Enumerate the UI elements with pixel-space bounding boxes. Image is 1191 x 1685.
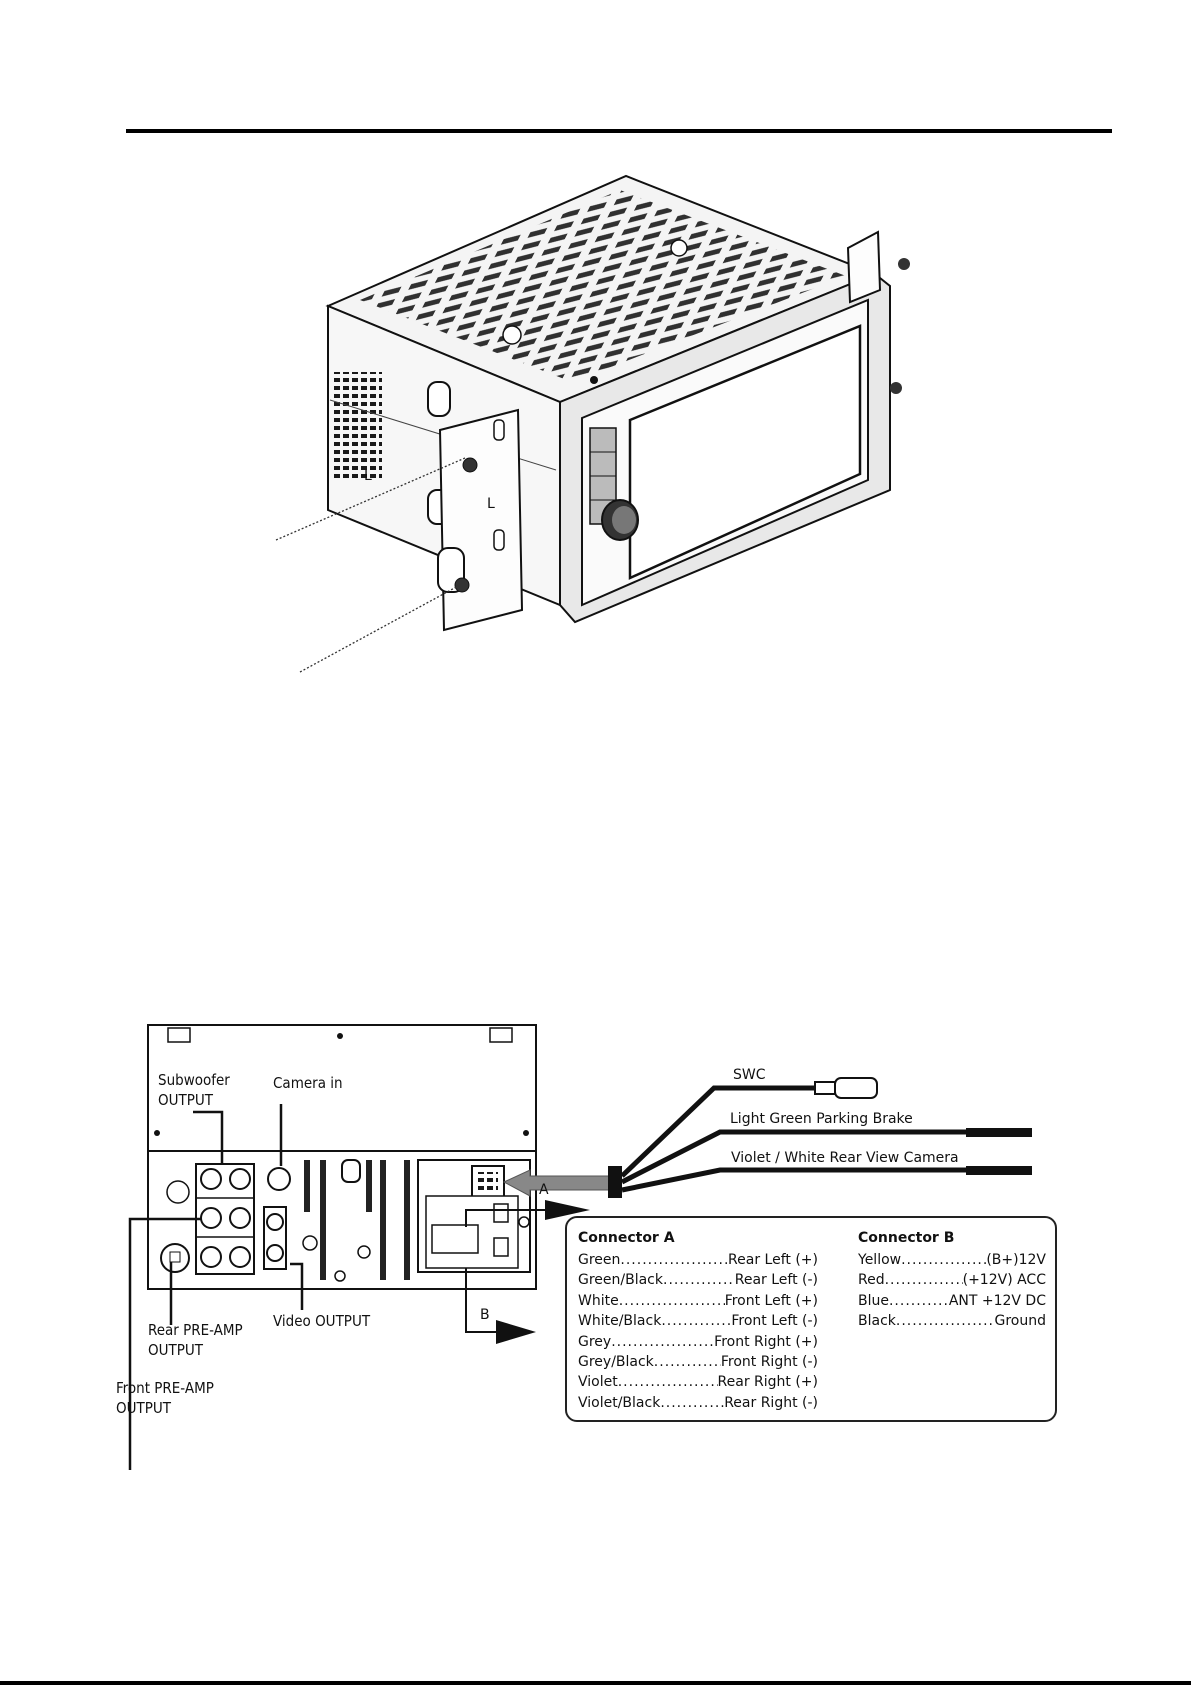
connector-row: Blue ANT +12V DC <box>858 1291 1046 1311</box>
wire-color: Black <box>858 1313 896 1330</box>
wire-color: White/Black <box>578 1313 662 1330</box>
wire-color: Grey <box>578 1333 612 1350</box>
wire-color: Red <box>858 1272 885 1289</box>
leader-dots <box>619 1291 725 1311</box>
wire-function: Rear Right (+) <box>717 1374 818 1391</box>
wire-function: (B+)12V <box>986 1252 1046 1268</box>
wire-rear-camera <box>621 1167 966 1193</box>
leader-dots <box>660 1393 724 1413</box>
connector-row: Green/Black Rear Left (-) <box>578 1270 818 1290</box>
leader-video <box>290 1262 304 1310</box>
leader-dots <box>889 1291 949 1311</box>
harness-plug <box>608 1166 622 1198</box>
wire-function: Rear Right (-) <box>724 1394 818 1411</box>
connector-row: White Front Left (+) <box>578 1291 818 1311</box>
rca-jack-rear-r <box>200 1246 222 1268</box>
head-unit-mounting-illustration: L L <box>275 174 910 673</box>
wire-color: Violet <box>578 1374 618 1391</box>
header-rule <box>126 129 1112 133</box>
connector-b-title: Connector B <box>858 1230 955 1246</box>
wire-color: White <box>578 1292 619 1309</box>
wire-function: Front Left (+) <box>724 1292 818 1309</box>
wire-function: Rear Left (-) <box>734 1272 818 1289</box>
connector-legend-box: Connector A Green Rear Left (+) Green/Blac… <box>565 1216 1057 1422</box>
label-video-output: Video OUTPUT <box>273 1312 371 1330</box>
connector-b-column: Connector B Yellow (B+)12V Red (+12V) ACC Bl… <box>858 1228 1046 1332</box>
wire-function: Rear Left (+) <box>728 1252 818 1268</box>
leader-dots <box>901 1250 986 1270</box>
arrow-a-head <box>545 1200 590 1220</box>
rca-jack-subwoofer-1 <box>200 1168 222 1190</box>
leader-dots <box>618 1372 718 1392</box>
wire-color: Violet/Black <box>578 1394 661 1411</box>
leader-subwoofer <box>193 1110 224 1165</box>
wire-color: Green <box>578 1252 621 1268</box>
wire-function: Front Left (-) <box>731 1313 818 1330</box>
leader-dots <box>620 1250 728 1270</box>
label-parking-brake: Light Green Parking Brake <box>730 1111 913 1127</box>
rca-jack-front-l <box>229 1207 251 1229</box>
connector-row: Green Rear Left (+) <box>578 1250 818 1270</box>
arrow-a-line <box>465 1209 545 1227</box>
label-arrow-a: A <box>539 1182 549 1198</box>
connector-row: Violet/Black Rear Right (-) <box>578 1393 818 1413</box>
connector-a-title: Connector A <box>578 1230 675 1246</box>
footer-rule <box>0 1681 1191 1685</box>
arrow-b-line <box>465 1268 496 1333</box>
leader-dots <box>661 1311 731 1331</box>
wire-swc <box>620 1085 815 1178</box>
leader-dots <box>654 1352 721 1372</box>
connector-row: Yellow (B+)12V <box>858 1250 1046 1270</box>
wire-function: Front Right (+) <box>714 1333 818 1350</box>
label-camera-in: Camera in <box>273 1074 343 1092</box>
rca-jack-camera-in <box>267 1167 291 1191</box>
wire-parking-brake <box>620 1129 966 1185</box>
wire-function: Front Right (-) <box>720 1354 818 1371</box>
rca-jack-video-1 <box>266 1213 284 1231</box>
rca-jack-front-r <box>200 1207 222 1229</box>
connector-row: Black Ground <box>858 1311 1046 1331</box>
rca-jack-rear-l <box>229 1246 251 1268</box>
connector-row: Grey/Black Front Right (-) <box>578 1352 818 1372</box>
bracket-letter: L <box>487 496 495 512</box>
connector-a-column: Connector A Green Rear Left (+) Green/Blac… <box>578 1228 818 1413</box>
wire-color: Blue <box>858 1292 889 1309</box>
rca-jack-video-2 <box>266 1244 284 1262</box>
mounting-bracket-right <box>846 230 882 304</box>
connector-row: Grey Front Right (+) <box>578 1332 818 1352</box>
wire-function: Ground <box>994 1313 1047 1330</box>
rca-jack-subwoofer-2 <box>229 1168 251 1190</box>
leader-dots <box>611 1332 714 1352</box>
label-rear-camera: Violet / White Rear View Camera <box>731 1150 959 1166</box>
connector-row: Violet Rear Right (+) <box>578 1372 818 1392</box>
leader-dots <box>885 1270 963 1290</box>
connector-row: Red (+12V) ACC <box>858 1270 1046 1290</box>
label-arrow-b: B <box>480 1307 490 1323</box>
wire-function: (+12V) ACC <box>962 1272 1046 1289</box>
wire-function: ANT +12V DC <box>948 1292 1046 1309</box>
leader-dots <box>896 1311 995 1331</box>
wire-color: Green/Black <box>578 1272 663 1289</box>
wire-color: Grey/Black <box>578 1354 654 1371</box>
heat-sink-fins <box>304 1159 410 1280</box>
arrow-b-head <box>496 1320 536 1344</box>
svg-text:L: L <box>364 468 372 484</box>
leader-dots <box>663 1270 735 1290</box>
wire-color: Yellow <box>858 1252 902 1268</box>
swc-jack-plug <box>814 1081 836 1095</box>
connector-row: White/Black Front Left (-) <box>578 1311 818 1331</box>
leader-front-preamp <box>128 1217 201 1470</box>
label-swc: SWC <box>733 1067 766 1083</box>
